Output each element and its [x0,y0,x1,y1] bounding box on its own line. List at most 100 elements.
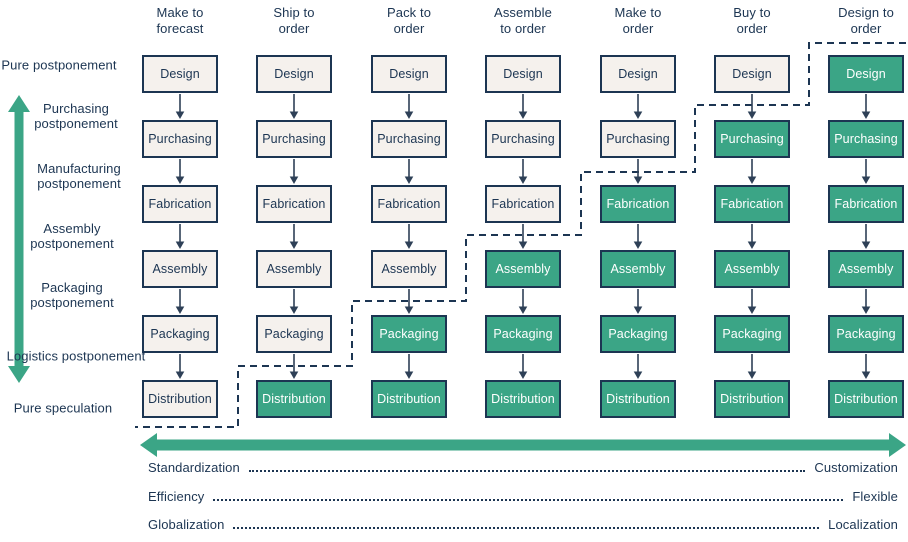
connector-arrowhead-icon [518,176,528,184]
stage-box-purchasing: Purchasing [485,120,561,158]
spectrum-left-label: Efficiency [148,489,205,504]
connector-arrowhead-icon [861,306,871,314]
spectrum-right-label: Localization [828,517,898,532]
connector-arrowhead-icon [518,111,528,119]
postponement-level-label: Pure postponement [1,57,117,73]
stage-box-distribution: Distribution [142,380,218,418]
connector-arrowhead-icon [518,371,528,379]
connector-arrowhead-icon [861,241,871,249]
connector-arrowhead-icon [747,241,757,249]
stage-box-purchasing: Purchasing [714,120,790,158]
stage-box-design: Design [714,55,790,93]
dotted-leader [248,470,806,472]
stage-box-packaging: Packaging [600,315,676,353]
stage-box-purchasing: Purchasing [142,120,218,158]
stage-box-design: Design [828,55,904,93]
stage-box-assembly: Assembly [714,250,790,288]
connector-arrowhead-icon [175,111,185,119]
spectrum-left-label: Standardization [148,460,240,475]
stage-box-assembly: Assembly [371,250,447,288]
decoupling-point-line [135,42,906,428]
spectrum-left-label: Globalization [148,517,225,532]
postponement-level-label: Pure speculation [13,400,113,416]
stage-box-fabrication: Fabrication [371,185,447,223]
stage-box-design: Design [485,55,561,93]
connector-arrowhead-icon [404,371,414,379]
connector-arrowhead-icon [175,306,185,314]
stage-box-assembly: Assembly [256,250,332,288]
customization-axis-arrow [140,433,906,457]
connector-arrowhead-icon [633,371,643,379]
stage-box-fabrication: Fabrication [600,185,676,223]
postponement-axis-arrow [8,95,30,383]
column-header: Make to order [614,5,662,36]
stage-box-packaging: Packaging [142,315,218,353]
postponement-level-label: Assembly postponement [30,221,114,251]
stage-box-design: Design [600,55,676,93]
stage-box-design: Design [256,55,332,93]
column-header: Ship to order [273,5,315,36]
stage-box-assembly: Assembly [142,250,218,288]
stage-box-purchasing: Purchasing [600,120,676,158]
connector-arrowhead-icon [518,306,528,314]
connector-arrowhead-icon [633,176,643,184]
connector-arrowhead-icon [861,111,871,119]
connector-arrowhead-icon [404,241,414,249]
stage-box-distribution: Distribution [256,380,332,418]
connector-arrowhead-icon [404,306,414,314]
stage-box-assembly: Assembly [485,250,561,288]
postponement-level-label: Purchasing postponement [34,101,118,131]
connector-arrowhead-icon [289,371,299,379]
connector-arrowhead-icon [404,176,414,184]
connector-arrowhead-icon [518,241,528,249]
postponement-level-label: Manufacturing postponement [37,161,121,191]
column-header: Design to order [838,5,894,36]
connector-arrowhead-icon [289,176,299,184]
connector-arrowhead-icon [175,371,185,379]
stage-box-purchasing: Purchasing [828,120,904,158]
stage-box-fabrication: Fabrication [828,185,904,223]
connector-arrowhead-icon [747,111,757,119]
postponement-level-label: Packaging postponement [30,280,114,310]
spectrum-row: Efficiency Flexible [148,488,898,504]
connector-arrowhead-icon [289,111,299,119]
column-header: Buy to order [733,5,771,36]
spectrum-right-label: Flexible [852,489,898,504]
connector-arrowhead-icon [747,176,757,184]
stage-box-fabrication: Fabrication [256,185,332,223]
column-header: Assemble to order [494,5,552,36]
connector-arrowhead-icon [633,306,643,314]
stage-box-purchasing: Purchasing [256,120,332,158]
connector-arrowhead-icon [175,176,185,184]
dotted-leader [213,499,844,501]
stage-box-distribution: Distribution [828,380,904,418]
connector-arrowhead-icon [404,111,414,119]
stage-box-assembly: Assembly [600,250,676,288]
spectrum-right-label: Customization [814,460,898,475]
stage-box-distribution: Distribution [371,380,447,418]
stage-box-design: Design [142,55,218,93]
stage-box-packaging: Packaging [371,315,447,353]
connector-arrowhead-icon [289,306,299,314]
connector-arrowhead-icon [633,111,643,119]
connector-arrowhead-icon [175,241,185,249]
stage-box-distribution: Distribution [485,380,561,418]
stage-box-distribution: Distribution [600,380,676,418]
column-header: Make to forecast [156,5,204,36]
spectrum-row: Standardization Customization [148,459,898,475]
stage-box-fabrication: Fabrication [714,185,790,223]
connector-arrowhead-icon [861,176,871,184]
connector-arrowhead-icon [747,371,757,379]
stage-box-packaging: Packaging [714,315,790,353]
stage-box-purchasing: Purchasing [371,120,447,158]
stage-box-assembly: Assembly [828,250,904,288]
connector-arrowhead-icon [747,306,757,314]
connector-arrowhead-icon [633,241,643,249]
spectrum-row: Globalization Localization [148,516,898,532]
connector-arrowhead-icon [861,371,871,379]
stage-box-distribution: Distribution [714,380,790,418]
stage-box-packaging: Packaging [828,315,904,353]
dotted-leader [233,527,820,529]
